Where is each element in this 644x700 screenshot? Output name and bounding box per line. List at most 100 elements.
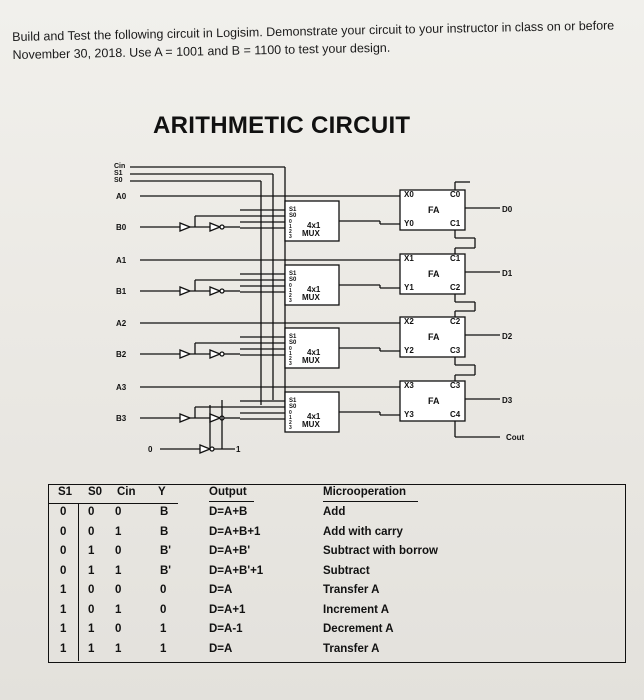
output-cell: D=A+B xyxy=(209,506,248,518)
fa-carry-out-label: C1 xyxy=(450,219,461,228)
y-cell: 1 xyxy=(160,642,167,655)
fa-y-label: Y1 xyxy=(404,283,414,292)
mux-s1-label: S1 xyxy=(289,398,297,404)
cin-cell: 0 xyxy=(115,506,122,518)
d-output-label: D3 xyxy=(502,396,513,405)
mux-label: MUX xyxy=(302,420,320,429)
b-inverter xyxy=(209,413,222,423)
fa-carry-in-label: C0 xyxy=(450,190,461,199)
b-input-label: B0 xyxy=(116,223,127,232)
output-cell: D=A xyxy=(209,642,233,655)
inverter-bubble xyxy=(219,351,225,357)
s1-cell: 1 xyxy=(60,584,67,596)
s0-label: S0 xyxy=(114,177,123,184)
full-adder-box xyxy=(399,253,466,295)
mux-s1-label: S1 xyxy=(289,271,297,277)
mux-label: MUX xyxy=(302,293,320,302)
cin-cell: 1 xyxy=(115,525,122,538)
fa-y-label: Y0 xyxy=(404,219,414,228)
microoperation-cell: Transfer A xyxy=(323,642,380,655)
output-cell: D=A+B+1 xyxy=(209,525,261,538)
cin-cell: 0 xyxy=(115,545,122,557)
full-adder-box xyxy=(399,189,466,231)
s1-cell: 0 xyxy=(60,545,67,557)
table-header: S1 xyxy=(58,486,73,498)
microoperation-cell: Subtract xyxy=(323,564,370,577)
cin-cell: 0 xyxy=(115,623,122,635)
fa-x-label: X1 xyxy=(404,254,414,263)
b-input-label: B3 xyxy=(116,414,127,423)
y-cell: 0 xyxy=(160,584,167,596)
cin-cell: 0 xyxy=(115,584,122,596)
s0-cell: 1 xyxy=(88,642,95,655)
fa-carry-out-label: C3 xyxy=(450,346,461,355)
d-output-label: D2 xyxy=(502,332,513,341)
cin-cell: 1 xyxy=(115,564,122,577)
const-zero-label: 0 xyxy=(148,445,153,454)
mux-input-index: 2 xyxy=(289,229,292,235)
mux-label: MUX xyxy=(302,356,320,365)
microoperation-cell: Add with carry xyxy=(323,525,403,538)
output-cell: D=A+B' xyxy=(209,545,251,557)
microoperation-cell: Decrement A xyxy=(323,623,394,635)
table-header: S0 xyxy=(88,486,103,498)
circuit-title: ARITHMETIC CIRCUIT xyxy=(153,112,411,139)
fa-y-label: Y3 xyxy=(404,410,414,419)
mux-label: MUX xyxy=(302,229,320,238)
s1-cell: 1 xyxy=(60,623,67,635)
mux-box xyxy=(284,264,340,306)
microoperation-cell: Subtract with borrow xyxy=(323,545,438,557)
fa-label: FA xyxy=(428,396,440,406)
s0-cell: 0 xyxy=(88,506,95,518)
truth-table xyxy=(48,484,626,663)
s1-cell: 1 xyxy=(60,642,67,655)
fa-x-label: X0 xyxy=(404,190,414,199)
fa-y-label: Y2 xyxy=(404,346,414,355)
cin-cell: 1 xyxy=(115,642,122,655)
microoperation-cell: Increment A xyxy=(323,603,390,616)
fa-carry-out-label: C2 xyxy=(450,283,461,292)
mux-s0-label: S0 xyxy=(289,277,297,283)
mux-label: 4x1 xyxy=(307,412,321,421)
a-input-label: A0 xyxy=(116,192,127,201)
b-buffer xyxy=(179,349,192,359)
s0-cell: 0 xyxy=(88,584,95,596)
fa-label: FA xyxy=(428,269,440,279)
mux-input-index: 2 xyxy=(289,293,292,299)
fa-carry-in-label: C1 xyxy=(450,254,461,263)
const-one-label: 1 xyxy=(236,445,241,454)
header-separator xyxy=(48,503,178,504)
d-output-label: D1 xyxy=(502,269,513,278)
output-cell: D=A+1 xyxy=(209,603,246,616)
table-header: Microoperation xyxy=(323,486,407,498)
s0-cell: 0 xyxy=(88,603,95,616)
mux-s0-label: S0 xyxy=(289,213,297,219)
cin-cell: 1 xyxy=(115,603,122,616)
full-adder-box xyxy=(399,316,466,358)
y-cell: B xyxy=(160,525,169,538)
a-input-label: A2 xyxy=(116,319,127,328)
mux-label: 4x1 xyxy=(307,348,321,357)
s1-cell: 0 xyxy=(60,564,67,577)
y-cell: B' xyxy=(160,564,172,577)
s1-cell: 0 xyxy=(60,506,67,518)
s1-cell: 1 xyxy=(60,603,67,616)
table-header: Y xyxy=(158,486,166,498)
d-output-label: D0 xyxy=(502,205,513,214)
mux-input-index: 3 xyxy=(289,425,292,431)
table-header: Cin xyxy=(117,486,136,498)
mux-box xyxy=(284,391,340,433)
table-header: Output xyxy=(209,486,247,498)
b-input-label: B1 xyxy=(116,287,127,296)
y-cell: B xyxy=(160,506,169,518)
mux-box xyxy=(284,327,340,369)
b-buffer xyxy=(179,413,192,423)
mux-input-index: 0 xyxy=(289,219,292,225)
a-input-label: A3 xyxy=(116,383,127,392)
s0-cell: 1 xyxy=(88,564,95,577)
fa-carry-in-label: C2 xyxy=(450,317,461,326)
s0-cell: 1 xyxy=(88,545,95,557)
output-cell: D=A-1 xyxy=(209,623,243,635)
